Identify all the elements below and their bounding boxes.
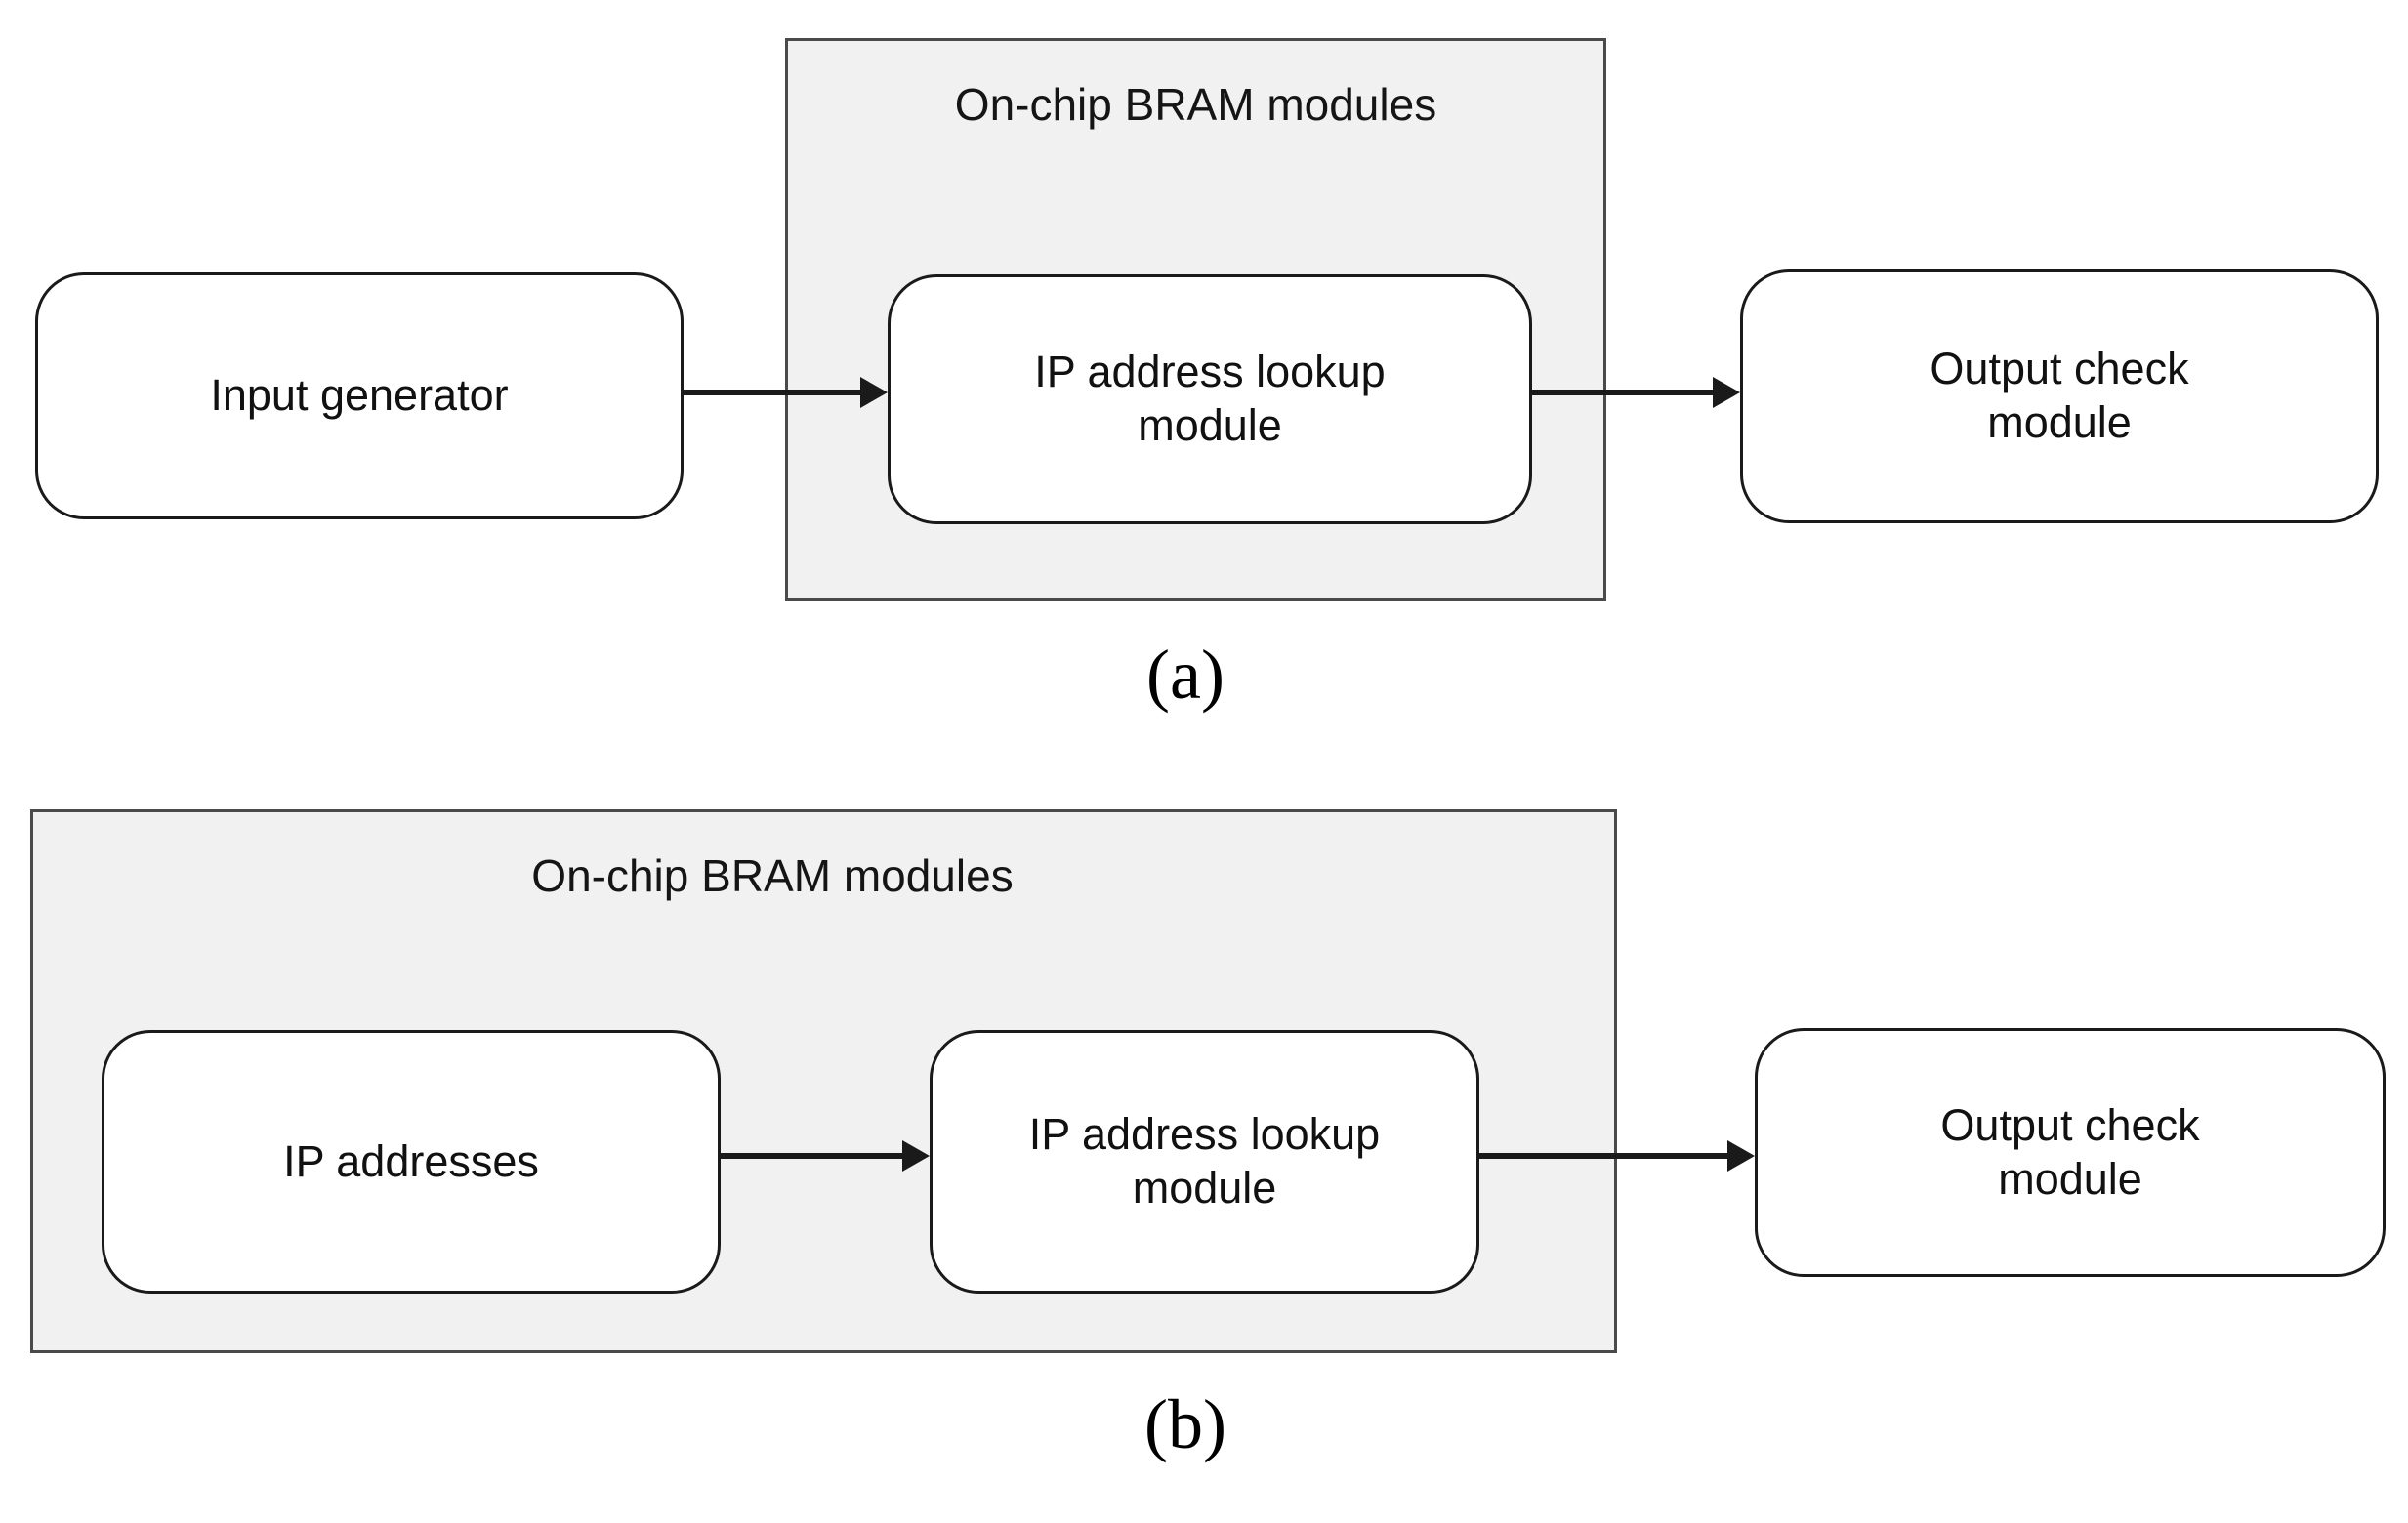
node-ip-address-lookup-b: IP address lookup module [930,1030,1479,1294]
node-label-line: module [1987,397,2132,447]
node-output-check-a: Output check module [1740,269,2379,523]
arrow-input-generator-to-lookup [684,375,888,410]
node-output-check-b: Output check module [1755,1028,2386,1277]
bram-group-title-a: On-chip BRAM modules [954,79,1437,130]
arrow-ip-addresses-to-lookup [721,1138,930,1173]
bram-group-title-b: On-chip BRAM modules [531,850,1014,901]
node-label-line: module [1132,1163,1277,1213]
node-label-line: Output check [1940,1099,2200,1150]
arrow-lookup-to-output-check-b [1479,1138,1755,1173]
node-ip-addresses: IP addresses [102,1030,721,1294]
node-ip-address-lookup-a: IP address lookup module [888,274,1532,524]
arrow-shaft [1532,390,1717,395]
node-label-line: Input generator [210,370,509,421]
arrowhead-icon [860,377,888,408]
arrowhead-icon [1727,1140,1755,1172]
node-label-line: Output check [1930,344,2189,394]
subfigure-caption-b: (b) [1144,1385,1226,1463]
node-input-generator: Input generator [35,272,684,519]
arrow-shaft [721,1153,906,1159]
arrow-lookup-to-output-check-a [1532,375,1740,410]
arrowhead-icon [1713,377,1740,408]
node-label-line: module [1138,400,1282,450]
subfigure-caption-a: (a) [1146,636,1225,714]
node-label-line: IP address lookup [1028,1109,1381,1160]
arrow-shaft [684,390,864,395]
node-label-line: IP address lookup [1034,347,1386,397]
node-label-line: IP addresses [283,1135,539,1186]
node-label-line: module [1998,1153,2142,1204]
arrow-shaft [1479,1153,1731,1159]
arrowhead-icon [902,1140,930,1172]
